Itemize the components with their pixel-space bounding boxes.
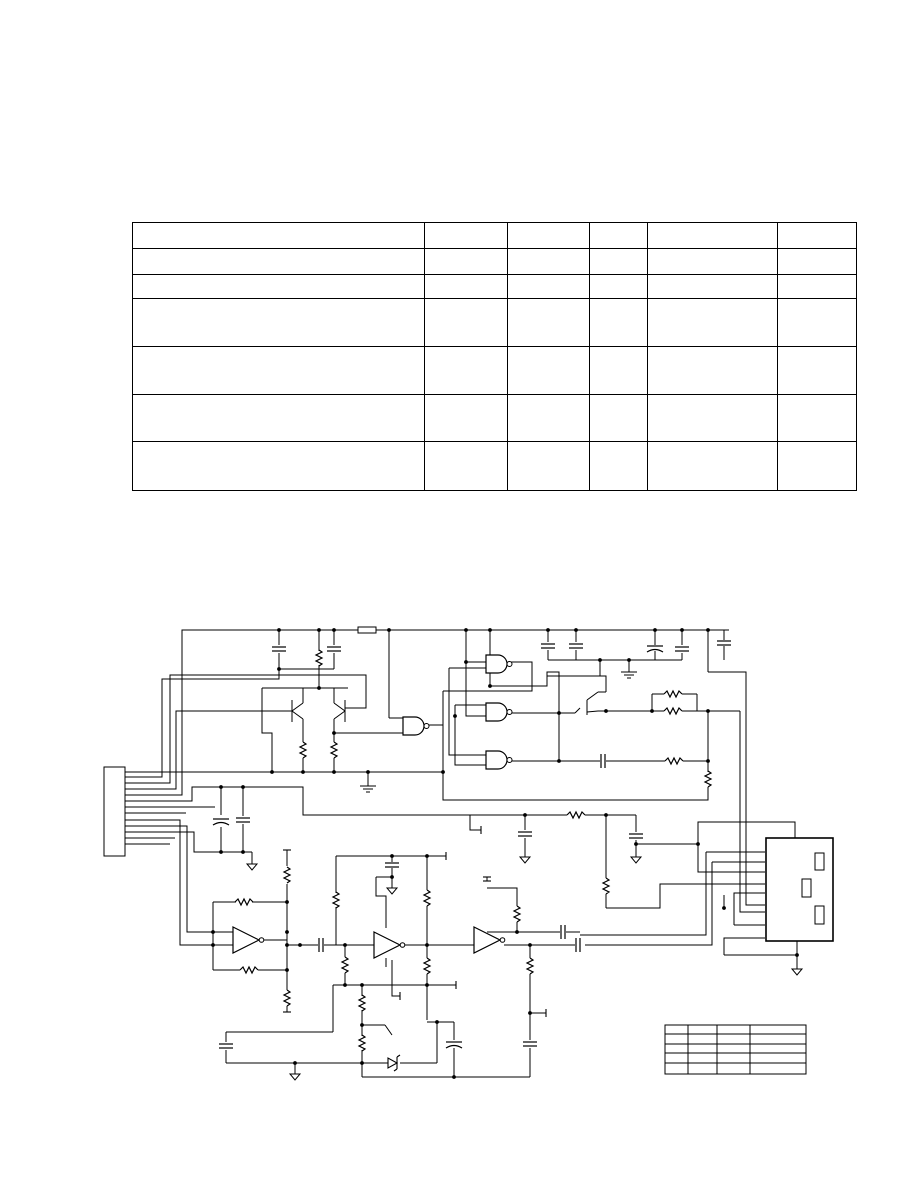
table-cell [132,441,425,491]
table-cell [647,441,778,491]
table-cell [647,248,778,276]
table-row [132,248,857,276]
table-cell [777,248,857,276]
table-cell [132,346,425,395]
table-cell [424,248,508,276]
table-cell [132,297,425,348]
table-cell [424,297,508,348]
table-cell [589,346,648,395]
legend-table [664,1024,807,1075]
table-cell [589,274,648,299]
table-cell [424,274,508,299]
table-cell [424,393,508,443]
table-cell [589,441,648,491]
table-cell [777,221,857,250]
table-cell [507,221,590,250]
table-cell [777,346,857,395]
table-cell [132,248,425,276]
table-cell [132,393,425,443]
table-row [132,297,857,348]
table-cell [777,393,857,443]
table-cell [777,441,857,491]
table-cell [132,274,425,299]
table-cell [589,248,648,276]
specification-table [132,221,857,491]
table-row [132,441,857,491]
table-row [132,346,857,395]
ic-block [765,837,834,942]
table-cell [424,346,508,395]
table-row [132,393,857,443]
table-cell [647,346,778,395]
edge-connector [103,766,126,857]
table-cell [507,248,590,276]
table-cell [507,441,590,491]
